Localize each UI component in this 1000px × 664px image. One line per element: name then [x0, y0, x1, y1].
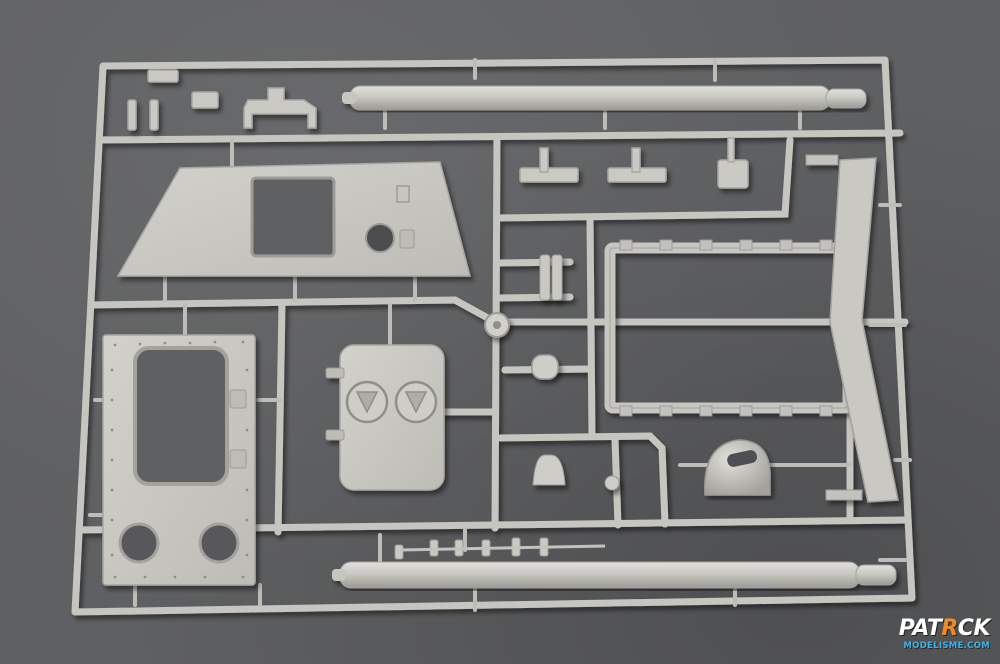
watermark-site: MODELISME.COM [903, 641, 990, 651]
dome-part [704, 439, 771, 496]
small-parts-center [484, 254, 620, 491]
small-parts-top [127, 69, 749, 189]
frame-part [604, 242, 854, 414]
barrel-bottom [332, 561, 897, 589]
door-panel-rivets [110, 340, 249, 579]
hatch-plate [325, 344, 445, 491]
frame-tabs [619, 239, 833, 417]
watermark-brand: PATRCK [898, 616, 991, 641]
barrel-top [342, 85, 867, 111]
small-pegs [394, 537, 606, 560]
door-panel [102, 334, 256, 586]
side-strip [805, 154, 899, 503]
trapezoid-hull-panel [116, 161, 471, 277]
watermark-logo: PATRCK MODELISME.COM [878, 616, 991, 658]
sprue-gates [88, 58, 912, 612]
